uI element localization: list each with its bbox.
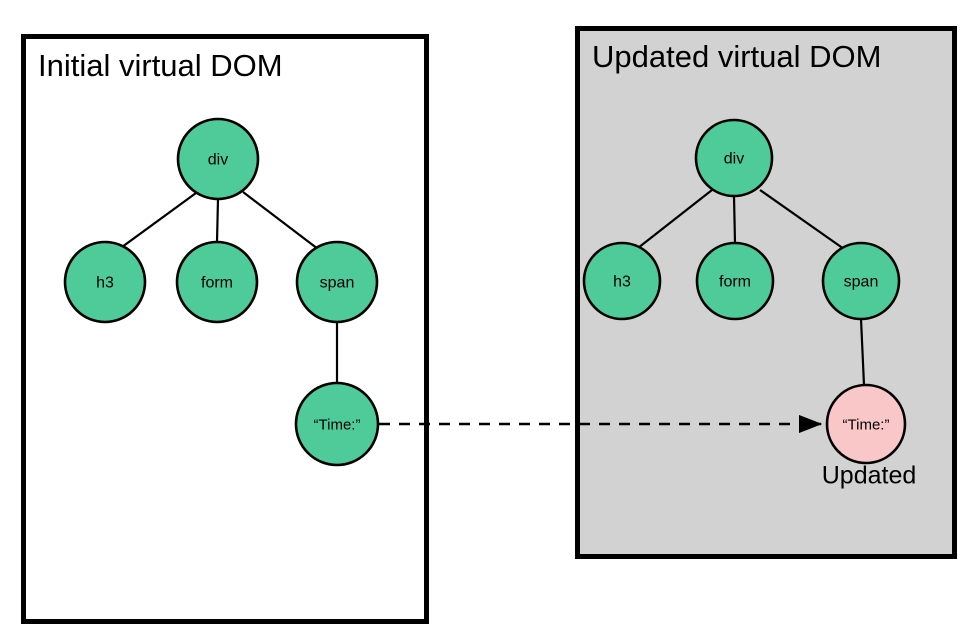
panel-initial-title: Initial virtual DOM [38, 48, 283, 83]
node-h3-circle[interactable] [63, 240, 147, 324]
node-form[interactable]: form [695, 241, 775, 321]
panel-updated-title: Updated virtual DOM [592, 39, 881, 74]
edge-div-to-form [215, 198, 220, 243]
node-h3-label: h3 [96, 275, 114, 292]
node-form-label: form [719, 274, 751, 291]
node-form-circle[interactable] [175, 240, 259, 324]
node-h3[interactable]: h3 [582, 241, 662, 321]
node-text-time-updated-circle[interactable] [825, 383, 907, 465]
node-span-circle[interactable] [821, 241, 901, 321]
updated-node-annotation: Updated [822, 462, 917, 490]
node-span[interactable]: span [821, 241, 901, 321]
node-text-time-circle[interactable] [294, 381, 380, 467]
nodes-initial-tree: div h3 form span “Time:” [63, 117, 380, 467]
node-h3[interactable]: h3 [63, 240, 147, 324]
node-span[interactable]: span [295, 240, 379, 324]
node-div[interactable]: div [694, 118, 774, 198]
edge-div-to-h3 [121, 192, 197, 248]
node-div[interactable]: div [176, 117, 260, 201]
node-form-label: form [201, 275, 233, 292]
node-form-circle[interactable] [695, 241, 775, 321]
node-span-label: span [844, 274, 879, 291]
node-text-time-updated[interactable]: “Time:” [825, 383, 907, 465]
node-h3-label: h3 [613, 274, 631, 291]
edges-updated-tree [637, 189, 866, 386]
nodes-updated-tree: div h3 form span “Time:” Updated [582, 118, 917, 490]
node-text-time-label: “Time:” [314, 417, 361, 434]
node-div-circle[interactable] [176, 117, 260, 201]
edge-div-to-form [732, 195, 737, 244]
node-text-time[interactable]: “Time:” [294, 381, 380, 467]
node-div-label: div [724, 151, 744, 168]
node-div-label: div [208, 152, 228, 169]
node-span-circle[interactable] [295, 240, 379, 324]
edges-initial-tree [121, 191, 339, 383]
node-form[interactable]: form [175, 240, 259, 324]
edge-span-to-text [859, 318, 866, 386]
node-div-circle[interactable] [694, 118, 774, 198]
node-text-time-updated-label: “Time:” [843, 417, 890, 434]
node-h3-circle[interactable] [582, 241, 662, 321]
edge-div-to-span [242, 191, 319, 250]
edge-div-to-span [759, 189, 845, 250]
node-span-label: span [320, 275, 355, 292]
edge-div-to-h3 [637, 189, 713, 249]
